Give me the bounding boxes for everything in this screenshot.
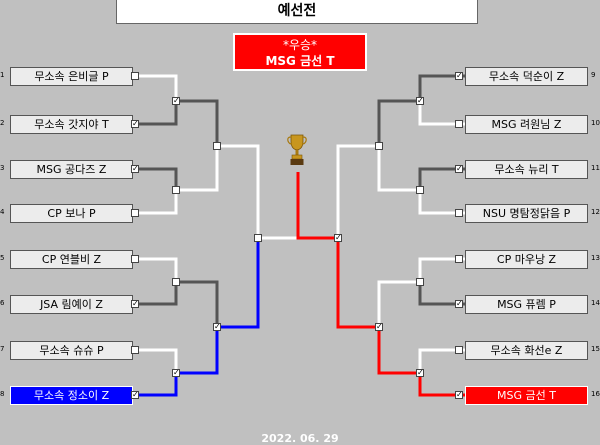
bracket-line (135, 282, 178, 306)
player-slot[interactable]: MSG 금선 T (465, 386, 588, 405)
seed-number: 3 (0, 164, 5, 172)
checkbox-checked-icon[interactable]: ✓ (131, 390, 139, 399)
champion-name: MSG 금선 T (265, 54, 335, 68)
checkbox-checked-icon[interactable]: ✓ (131, 299, 139, 308)
bracket-line (135, 167, 178, 190)
bracket-line (336, 238, 379, 329)
checkbox-checked-icon[interactable]: ✓ (131, 164, 139, 173)
player-slot[interactable]: CP 마우낭 Z (465, 250, 588, 269)
seed-number: 8 (0, 390, 5, 398)
player-slot[interactable]: NSU 명탐정닭음 P (465, 204, 588, 223)
checkbox[interactable] (254, 234, 262, 242)
player-slot[interactable]: MSG 려원님 Z (465, 115, 588, 134)
bracket-line (135, 348, 178, 373)
checkbox[interactable] (455, 209, 463, 217)
bracket-line (176, 99, 219, 146)
checkbox-checked-icon[interactable]: ✓ (416, 368, 424, 377)
bracket-line (176, 327, 219, 375)
checkbox-checked-icon[interactable]: ✓ (455, 71, 463, 80)
checkbox[interactable] (172, 278, 180, 286)
checkbox-checked-icon[interactable]: ✓ (416, 96, 424, 105)
bracket-line (217, 238, 260, 329)
checkbox[interactable] (131, 209, 139, 217)
checkbox-checked-icon[interactable]: ✓ (172, 368, 180, 377)
checkbox-checked-icon[interactable]: ✓ (375, 322, 383, 331)
checkbox[interactable] (213, 142, 221, 150)
player-slot[interactable]: 무소속 갓지야 T (10, 115, 133, 134)
seed-number: 11 (591, 164, 600, 172)
player-slot[interactable]: 무소속 덕순이 Z (465, 67, 588, 86)
checkbox[interactable] (375, 142, 383, 150)
bracket-line (135, 74, 178, 101)
bracket-line (377, 146, 420, 192)
seed-number: 6 (0, 299, 5, 307)
bracket-line (418, 348, 465, 373)
player-slot[interactable]: CP 보나 P (10, 204, 133, 223)
checkbox-checked-icon[interactable]: ✓ (172, 96, 180, 105)
player-slot[interactable]: CP 연블비 Z (10, 250, 133, 269)
bracket-line (336, 144, 379, 238)
seed-number: 7 (0, 345, 5, 353)
bracket-line (418, 190, 465, 215)
player-slot[interactable]: 무소속 은비글 P (10, 67, 133, 86)
seed-number: 10 (591, 119, 600, 127)
bracket-line (418, 167, 465, 190)
checkbox[interactable] (455, 255, 463, 263)
checkbox[interactable] (416, 278, 424, 286)
checkbox-checked-icon[interactable]: ✓ (213, 322, 221, 331)
bracket-line (418, 74, 465, 101)
seed-number: 15 (591, 345, 600, 353)
trophy-icon (287, 134, 307, 165)
player-slot[interactable]: MSG 공다즈 Z (10, 160, 133, 179)
bracket-line (176, 280, 219, 327)
bracket-line (418, 282, 465, 306)
checkbox-checked-icon[interactable]: ✓ (455, 164, 463, 173)
bracket-line (176, 146, 219, 192)
seed-number: 5 (0, 254, 5, 262)
seed-number: 12 (591, 208, 600, 216)
seed-number: 16 (591, 390, 600, 398)
seed-number: 4 (0, 208, 5, 216)
bracket-line (135, 373, 178, 397)
seed-number: 14 (591, 299, 600, 307)
player-slot[interactable]: JSA 림예이 Z (10, 295, 133, 314)
bracket-line (135, 101, 178, 126)
checkbox[interactable] (172, 186, 180, 194)
checkbox-checked-icon[interactable]: ✓ (131, 119, 139, 128)
checkbox-checked-icon[interactable]: ✓ (455, 390, 463, 399)
checkbox[interactable] (455, 120, 463, 128)
bracket-line (296, 172, 338, 240)
bracket-line (377, 327, 420, 375)
player-slot[interactable]: 무소속 뉴리 T (465, 160, 588, 179)
seed-number: 9 (591, 71, 596, 79)
player-slot[interactable]: 무소속 슈슈 P (10, 341, 133, 360)
checkbox[interactable] (455, 346, 463, 354)
bracket-line (135, 190, 178, 215)
page-title: 예선전 (116, 0, 478, 24)
match-date: 2022. 06. 29 (261, 432, 339, 445)
bracket-line (418, 257, 465, 282)
player-slot[interactable]: MSG 퓨렘 P (465, 295, 588, 314)
bracket-line (418, 101, 465, 126)
checkbox-checked-icon[interactable]: ✓ (455, 299, 463, 308)
bracket-line (377, 99, 420, 146)
champion-banner: *우승* MSG 금선 T (233, 33, 367, 71)
checkbox[interactable] (416, 186, 424, 194)
checkbox-checked-icon[interactable]: ✓ (334, 233, 342, 242)
bracket-line (135, 257, 178, 282)
bracket-line (418, 373, 465, 397)
seed-number: 2 (0, 119, 5, 127)
seed-number: 1 (0, 71, 5, 79)
player-slot[interactable]: 무소속 정소이 Z (10, 386, 133, 405)
checkbox[interactable] (131, 346, 139, 354)
champion-label: *우승* (282, 38, 318, 52)
player-slot[interactable]: 무소속 화선e Z (465, 341, 588, 360)
checkbox[interactable] (131, 72, 139, 80)
checkbox[interactable] (131, 255, 139, 263)
bracket-line (377, 280, 420, 327)
seed-number: 13 (591, 254, 600, 262)
bracket-line (217, 144, 260, 238)
